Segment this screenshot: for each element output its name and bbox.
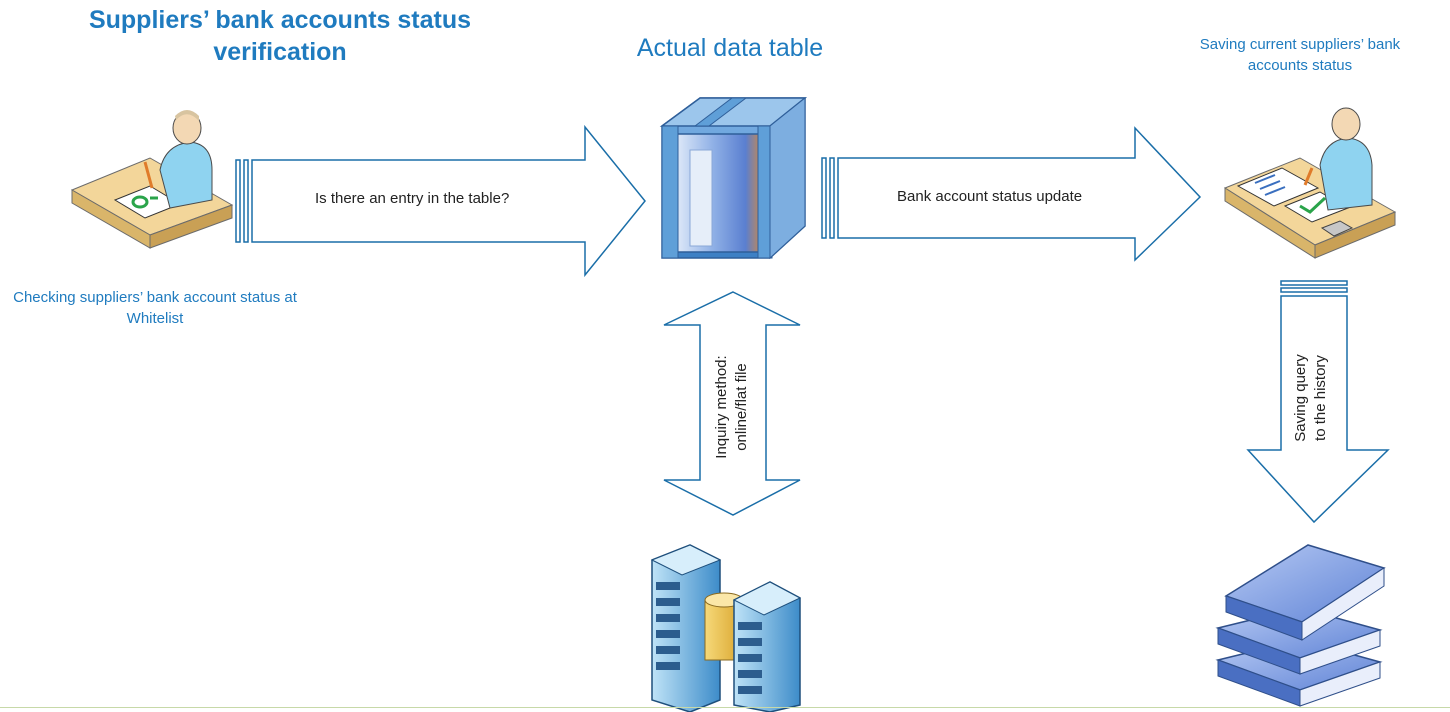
- data-table-cube-icon: [659, 96, 808, 260]
- history-save-label: Saving query to the history: [1291, 338, 1335, 458]
- inquiry-method-line1: Inquiry method:: [713, 355, 730, 459]
- person-saving-records-icon: [1223, 107, 1397, 259]
- saving-status-title: Saving current suppliers’ bank accounts …: [1199, 36, 1401, 74]
- inquiry-method-line2: online/flat file: [733, 363, 750, 451]
- books-history-icon: [1215, 544, 1386, 707]
- entry-check-arrow: [235, 124, 646, 278]
- bottom-divider: [0, 707, 1450, 708]
- page-title: Suppliers’ bank accounts status verifica…: [88, 6, 472, 66]
- actual-table-title: Actual data table: [636, 34, 824, 62]
- inquiry-method-arrow: [663, 291, 801, 516]
- person-checking-document-icon: [70, 110, 234, 249]
- inquiry-method-label: Inquiry method: online/flat file: [712, 337, 756, 477]
- history-save-arrow: [1246, 280, 1390, 524]
- checking-status-label: Checking suppliers’ bank account status …: [13, 289, 297, 327]
- status-update-arrow: [821, 126, 1202, 262]
- history-save-line2: to the history: [1312, 355, 1329, 441]
- history-save-line1: Saving query: [1292, 354, 1309, 442]
- entry-check-label: Is there an entry in the table?: [315, 190, 510, 207]
- server-database-icon: [650, 544, 802, 712]
- status-update-label: Bank account status update: [897, 188, 1083, 205]
